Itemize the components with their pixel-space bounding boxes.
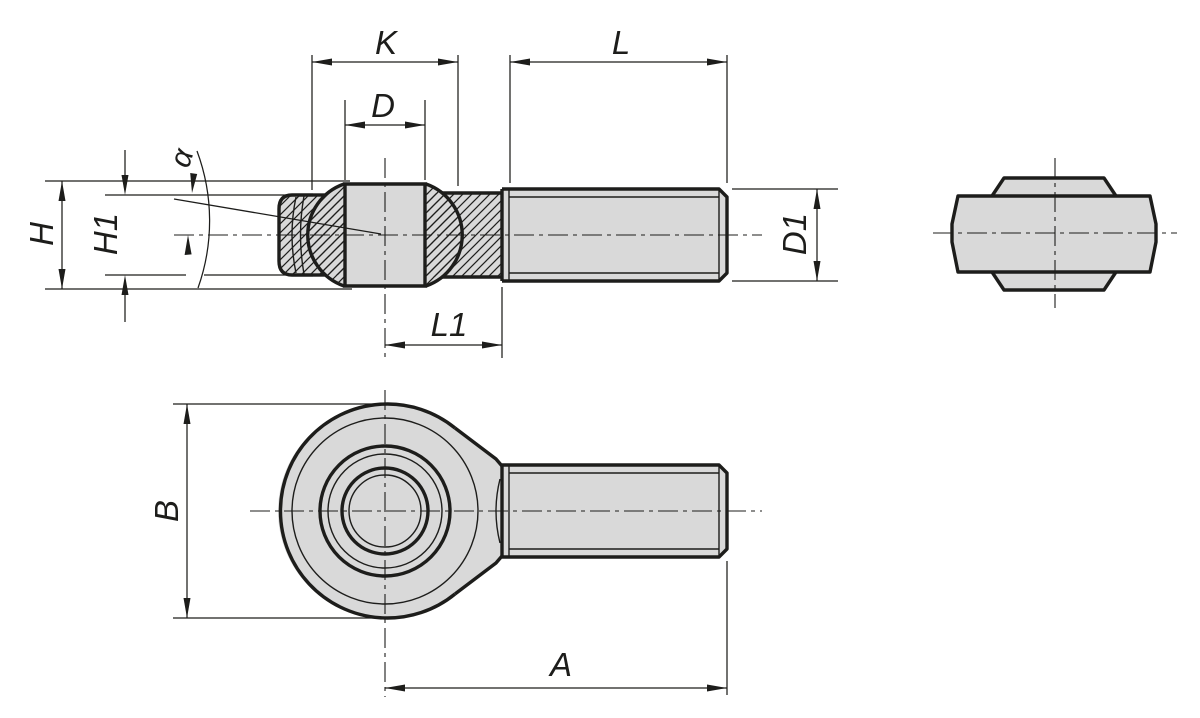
alpha-arrow-bottom [184, 235, 192, 255]
D1-arrow-top [813, 189, 821, 209]
alpha-arc [196, 150, 211, 289]
H-arrow-bottom [58, 269, 66, 289]
L1-arrow-right [482, 341, 502, 349]
insert-bottom-outline [990, 271, 1118, 292]
dimension-A-label: A [548, 646, 572, 683]
B-arrow-top [183, 404, 191, 424]
dimension-L1-label: L1 [431, 306, 468, 343]
top-view: B A [148, 390, 762, 697]
dimension-D-label: D [371, 87, 395, 124]
socket-curve-2 [299, 195, 305, 275]
K-arrow-left [312, 58, 332, 66]
insert-bottom-fill [992, 272, 1116, 290]
insert-top-outline [990, 176, 1118, 197]
ball-sphere-left-arc [306, 182, 345, 288]
dimension-H-label: H [23, 222, 60, 246]
L-arrow-left [510, 58, 530, 66]
H1-arrow-top [121, 175, 129, 195]
side-section-view: α K D L L1 H [23, 24, 838, 360]
A-arrow-left [385, 684, 405, 692]
transition-edge-top [453, 426, 504, 468]
dimension-H1-label: H1 [87, 213, 124, 255]
insert-top-fill [992, 178, 1116, 196]
dimension-K-label: K [375, 24, 399, 61]
transition-edge-bottom [453, 554, 504, 596]
L1-arrow-left [385, 341, 405, 349]
D-arrow-left [345, 121, 365, 129]
D1-arrow-bottom [813, 261, 821, 281]
thread-fill [502, 189, 727, 281]
K-arrow-right [438, 58, 458, 66]
B-arrow-bottom [183, 598, 191, 618]
H-arrow-top [58, 181, 66, 201]
dimension-L-label: L [612, 24, 630, 61]
L-arrow-right [707, 58, 727, 66]
H1-arrow-bottom [121, 275, 129, 295]
shank-fill [502, 465, 727, 557]
dimension-B-label: B [148, 500, 185, 522]
ball-insert-view [933, 158, 1177, 308]
alpha-arrow-top [190, 173, 198, 193]
A-arrow-right [707, 684, 727, 692]
D-arrow-right [405, 121, 425, 129]
insert-band-outline [950, 194, 1158, 274]
dimension-alpha-label: α [164, 144, 201, 171]
dimension-D1-label: D1 [776, 213, 813, 255]
insert-band-fill [952, 196, 1156, 272]
